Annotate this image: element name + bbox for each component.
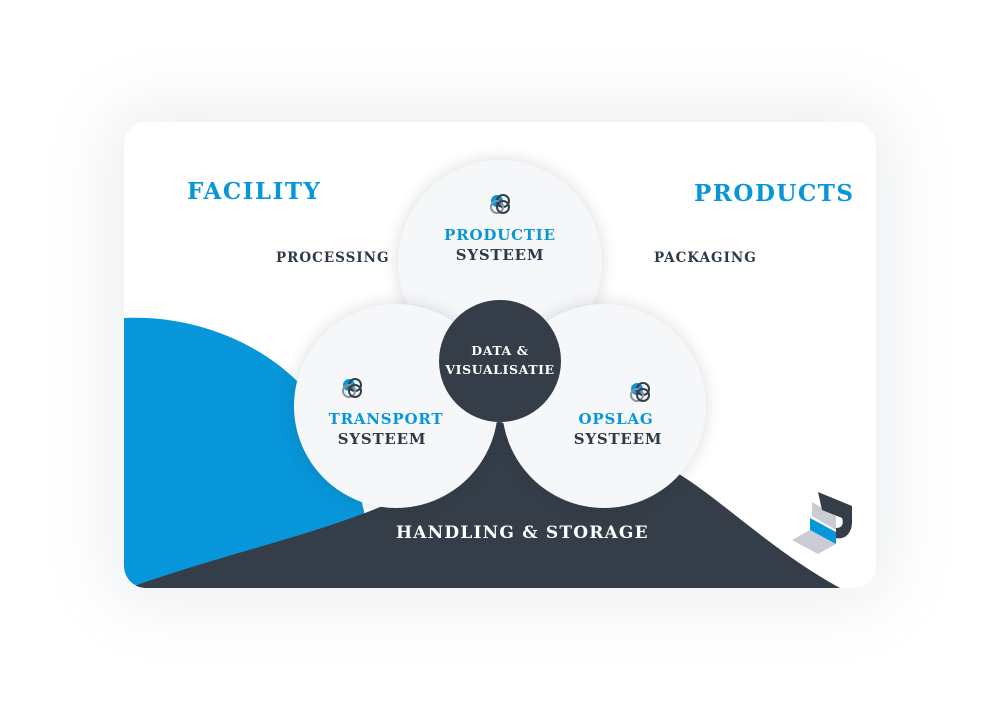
dark-mountain (129, 422, 840, 588)
transport-label: TRANSPORT (328, 410, 444, 428)
diagram-card: FACILITY PRODUCTS PROCESSING PACKAGING P… (124, 122, 876, 588)
products-label: PRODUCTS (694, 180, 855, 207)
system-icon (490, 194, 510, 214)
productie-systeem-label: SYSTEEM (455, 246, 545, 264)
productie-label: PRODUCTIE (444, 226, 556, 244)
transport-systeem-label: SYSTEEM (337, 430, 427, 448)
background-shapes (124, 317, 852, 588)
blue-wave (124, 317, 368, 588)
handling-storage-label: HANDLING & STORAGE (396, 523, 649, 543)
processing-label: PROCESSING (276, 250, 390, 266)
system-icon (342, 378, 362, 398)
opslag-label: OPSLAG (578, 410, 654, 428)
data-label: DATA & (471, 343, 529, 358)
brand-logo-icon (792, 492, 852, 554)
data-visualisatie-circle: DATA & VISUALISATIE (439, 300, 561, 422)
visualisatie-label: VISUALISATIE (445, 362, 555, 377)
opslag-systeem-label: SYSTEEM (573, 430, 663, 448)
system-icon (630, 382, 650, 402)
packaging-label: PACKAGING (654, 250, 757, 266)
facility-label: FACILITY (187, 178, 322, 205)
